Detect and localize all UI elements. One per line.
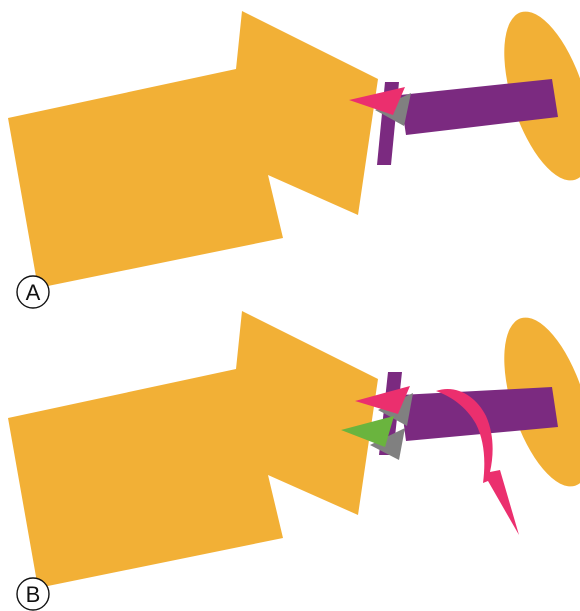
panel-b: B: [8, 311, 580, 611]
orange-block-shape: [8, 11, 378, 288]
panel-label-a: A: [26, 280, 41, 305]
panel-a: A: [8, 11, 580, 309]
curved-arrow-icon: [436, 388, 519, 535]
magenta-triangle: [349, 87, 405, 115]
panel-label-circle-a: [16, 275, 50, 309]
orange-block-shape: [8, 311, 378, 588]
panel-label-circle-b: [16, 577, 50, 611]
panel-label-b: B: [26, 582, 41, 607]
magenta-triangle: [355, 386, 410, 414]
gray-triangle-lower: [370, 428, 405, 460]
green-triangle: [341, 416, 394, 447]
purple-rod: [400, 79, 558, 135]
